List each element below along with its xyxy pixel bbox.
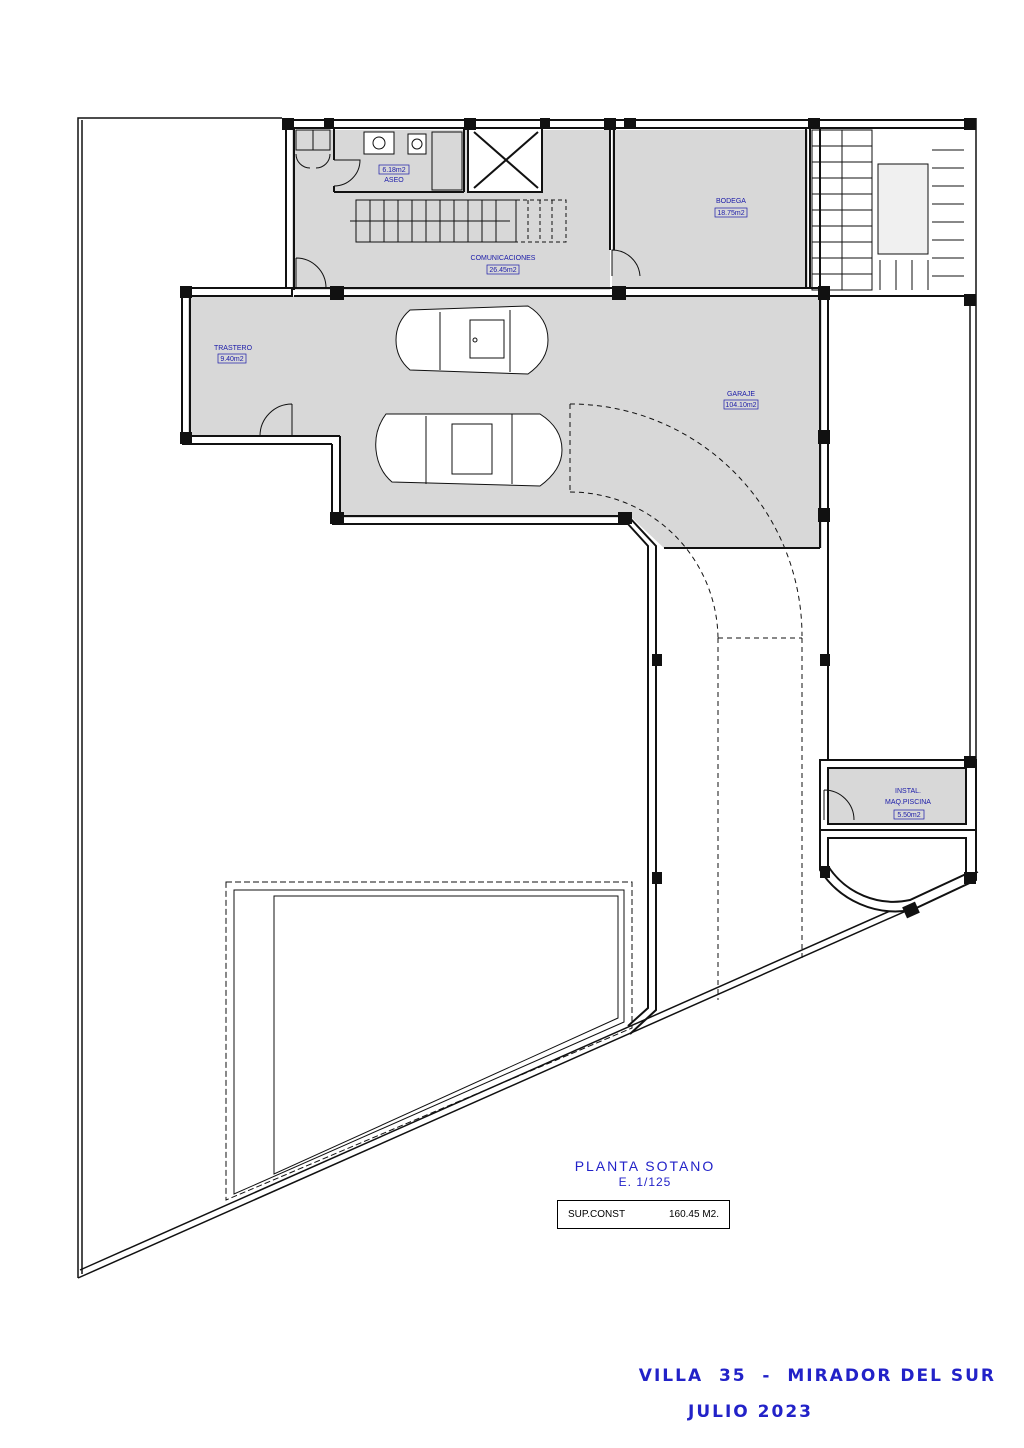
garaje-area: 104.10m2 xyxy=(725,402,756,409)
room-labels: 6.18m2 ASEO BODEGA 18.75m2 COMUNICACIONE… xyxy=(214,164,931,820)
bodega-label: BODEGA xyxy=(716,198,746,205)
doors xyxy=(259,129,855,821)
plan-scale: E. 1/125 xyxy=(618,1175,672,1189)
lot-boundary xyxy=(77,117,979,1279)
comunicaciones-area: 26.45m2 xyxy=(489,267,516,274)
trastero-label: TRASTERO xyxy=(214,345,253,352)
trastero-fill xyxy=(188,296,292,436)
car-2 xyxy=(375,413,563,487)
comunicaciones-fill xyxy=(292,130,610,290)
project-name: VILLA 35 - MIRADOR DEL SUR xyxy=(638,1366,996,1386)
aseo-fixtures xyxy=(363,131,463,191)
ramp xyxy=(569,403,803,1000)
instal-label-2: MAQ.PISCINA xyxy=(885,799,931,806)
surface-box: SUP.CONST 160.45 M2. xyxy=(557,1200,730,1229)
car-1 xyxy=(395,305,549,375)
garaje-fill xyxy=(292,296,822,548)
garaje-label: GARAJE xyxy=(727,391,755,398)
exterior-stairs xyxy=(811,129,964,291)
columns xyxy=(180,118,976,919)
instal-area: 5.50m2 xyxy=(897,812,920,819)
aseo-label: ASEO xyxy=(384,177,404,184)
pool xyxy=(225,881,633,1201)
bodega-area: 18.75m2 xyxy=(717,210,744,217)
surface-value: 160.45 M2. xyxy=(668,1209,719,1220)
comunicaciones-label: COMUNICACIONES xyxy=(471,255,536,262)
room-fills xyxy=(188,130,966,824)
project-date: JULIO 2023 xyxy=(688,1402,813,1422)
bodega-fill xyxy=(612,130,808,288)
trastero-area: 9.40m2 xyxy=(220,356,243,363)
interior-stairs xyxy=(350,199,567,243)
instal-label: INSTAL. xyxy=(895,788,921,795)
aseo-area: 6.18m2 xyxy=(382,167,405,174)
surface-label: SUP.CONST xyxy=(568,1209,626,1220)
plan-title: PLANTA SOTANO xyxy=(574,1158,716,1174)
instal-fill xyxy=(828,768,966,824)
